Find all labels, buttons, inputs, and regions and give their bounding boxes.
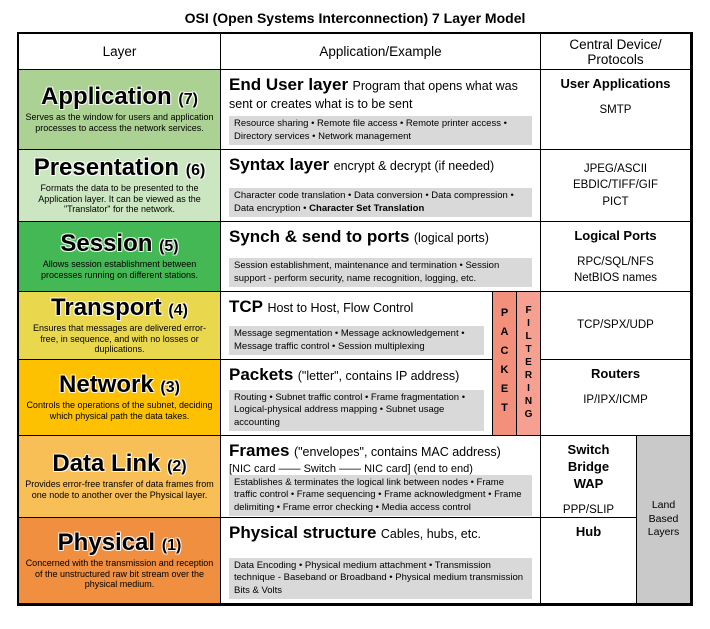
layer-cell-data-link: Data Link (2) Provides error-free transf… [19, 436, 221, 518]
protocols-transport: TCP/SPX/UDP [577, 319, 654, 332]
layer-name-network: Network (3) [59, 371, 180, 399]
header-application-example: Application/Example [221, 34, 541, 70]
osi-diagram: OSI (Open Systems Interconnection) 7 Lay… [17, 10, 693, 606]
packet-strip: PACKET [493, 292, 517, 436]
land-based-layers-strip: Land Based Layers [637, 436, 691, 604]
layer-name-session: Session (5) [60, 230, 179, 258]
layer-cell-physical: Physical (1) Concerned with the transmis… [19, 518, 221, 604]
diagram-title: OSI (Open Systems Interconnection) 7 Lay… [184, 10, 526, 26]
layer-cell-transport: Transport (4) Ensures that messages are … [19, 292, 221, 360]
example-cell-physical: Physical structure Cables, hubs, etc. Da… [221, 518, 541, 604]
layer-description-network: Controls the operations of the subnet, d… [26, 400, 213, 421]
filtering-strip: FILTERING [517, 292, 541, 436]
layer-cell-presentation: Presentation (6) Formats the data to be … [19, 150, 221, 222]
filtering-strip-label: FILTERING [523, 305, 534, 422]
layer-name-transport: Transport (4) [51, 294, 188, 322]
example-heading-session: Synch & send to ports (logical ports) [229, 227, 489, 246]
device-title-session: Logical Ports [574, 228, 657, 243]
layer-description-presentation: Formats the data to be presented to the … [38, 183, 201, 215]
functions-presentation: Character code translation • Data conver… [229, 188, 532, 217]
example-heading-network: Packets ("letter", contains IP address) [229, 365, 460, 384]
example-cell-presentation: Syntax layer encrypt & decrypt (if neede… [221, 150, 541, 222]
example-cell-transport: TCP Host to Host, Flow Control Message s… [221, 292, 493, 360]
header-layer: Layer [19, 34, 221, 70]
land-based-layers-label: Land Based Layers [647, 499, 680, 539]
functions-physical: Data Encoding • Physical medium attachme… [229, 557, 532, 599]
devices-cell-physical: Hub [541, 518, 637, 604]
example-cell-network: Packets ("letter", contains IP address) … [221, 360, 493, 436]
device-title-physical: Hub [575, 524, 602, 539]
header-central-device-protocols: Central Device/ Protocols [541, 34, 691, 70]
layer-description-physical: Concerned with the transmission and rece… [25, 558, 214, 590]
example-cell-data-link: Frames ("envelopes", contains MAC addres… [221, 436, 541, 518]
layer-description-session: Allows session establishment between pro… [41, 259, 198, 280]
devices-cell-network: Routers IP/IPX/ICMP [541, 360, 691, 436]
functions-data-link: Establishes & terminates the logical lin… [229, 475, 532, 517]
example-heading-transport: TCP Host to Host, Flow Control [229, 297, 414, 316]
packet-strip-label: PACKET [498, 306, 511, 421]
device-title-application: User Applications [560, 76, 671, 91]
protocols-application: SMTP [599, 103, 632, 116]
layer-cell-network: Network (3) Controls the operations of t… [19, 360, 221, 436]
example-heading-presentation: Syntax layer encrypt & decrypt (if neede… [229, 155, 495, 174]
devices-cell-application: User Applications SMTP [541, 70, 691, 150]
layer-name-presentation: Presentation (6) [33, 154, 206, 182]
functions-application: Resource sharing • Remote file access • … [229, 116, 532, 145]
layer-name-data-link: Data Link (2) [52, 450, 187, 478]
protocols-presentation: JPEG/ASCII EBDIC/TIFF/GIF PICT [573, 163, 658, 208]
layer-cell-session: Session (5) Allows session establishment… [19, 222, 221, 292]
layer-description-application: Serves as the window for users and appli… [25, 112, 214, 133]
nic-card-line: [NIC card —— Switch —— NIC card] (end to… [229, 463, 473, 475]
example-heading-physical: Physical structure Cables, hubs, etc. [229, 523, 481, 542]
devices-cell-session: Logical Ports RPC/SQL/NFS NetBIOS names [541, 222, 691, 292]
protocols-network: IP/IPX/ICMP [583, 393, 648, 406]
devices-cell-data-link: Switch Bridge WAP PPP/SLIP [541, 436, 637, 518]
example-heading-application: End User layer Program that opens what w… [229, 75, 518, 111]
functions-network: Routing • Subnet traffic control • Frame… [229, 389, 484, 431]
functions-session: Session establishment, maintenance and t… [229, 258, 532, 287]
example-cell-application: End User layer Program that opens what w… [221, 70, 541, 150]
devices-cell-presentation: JPEG/ASCII EBDIC/TIFF/GIF PICT [541, 150, 691, 222]
devices-cell-transport: TCP/SPX/UDP [541, 292, 691, 360]
protocols-data-link: PPP/SLIP [562, 503, 615, 516]
osi-table: Layer Application/Example Central Device… [17, 32, 693, 606]
layer-name-application: Application (7) [41, 83, 198, 111]
layer-name-physical: Physical (1) [57, 529, 182, 557]
functions-transport: Message segmentation • Message acknowled… [229, 326, 484, 355]
layer-description-transport: Ensures that messages are delivered erro… [32, 323, 207, 355]
layer-description-data-link: Provides error-free transfer of data fra… [25, 479, 214, 500]
device-title-data-link: Switch Bridge WAP [567, 442, 610, 491]
layer-cell-application: Application (7) Serves as the window for… [19, 70, 221, 150]
example-heading-data-link: Frames ("envelopes", contains MAC addres… [229, 441, 501, 460]
device-title-network: Routers [590, 366, 641, 381]
example-cell-session: Synch & send to ports (logical ports) Se… [221, 222, 541, 292]
protocols-session: RPC/SQL/NFS NetBIOS names [573, 255, 658, 284]
